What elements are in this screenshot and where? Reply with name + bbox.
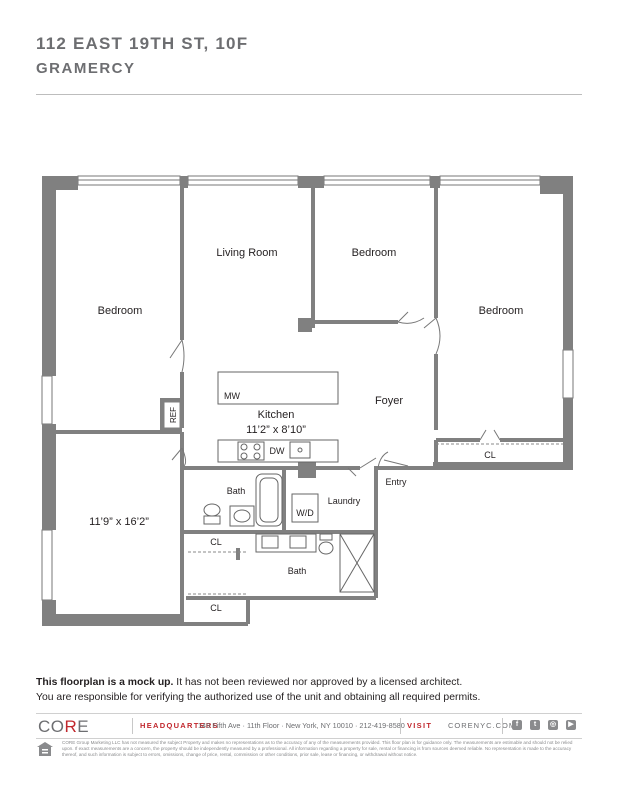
entry-label: Entry: [385, 477, 407, 487]
footer-bar: CORE HEADQUARTERS 149 Fifth Ave · 11th F…: [36, 713, 582, 739]
headquarters-address: 149 Fifth Ave · 11th Floor · New York, N…: [198, 721, 405, 730]
footer-separator: [132, 718, 133, 734]
footer-separator: [502, 718, 503, 734]
disclaimer-line2: You are responsible for verifying the au…: [36, 692, 481, 703]
microwave-label: MW: [224, 391, 240, 401]
disclaimer-rest: It has not been reviewed nor approved by…: [173, 677, 463, 688]
website-link[interactable]: CORENYC.COM: [448, 721, 517, 730]
dishwasher-label: DW: [270, 446, 285, 456]
bedroom-mid-label: Bedroom: [352, 247, 397, 259]
core-logo: CORE: [38, 717, 90, 736]
closet-lower-label: CL: [210, 603, 222, 613]
bath-upper-label: Bath: [227, 486, 246, 496]
listing-address: 112 EAST 19TH ST, 10F: [36, 34, 249, 53]
foyer-label: Foyer: [375, 395, 403, 407]
disclaimer-bold: This floorplan is a mock up.: [36, 677, 174, 688]
headquarters-label: HEADQUARTERS: [140, 721, 219, 730]
youtube-icon[interactable]: ▶: [566, 720, 576, 730]
legal-fine-print: CORE Group Marketing LLC has not measure…: [62, 740, 573, 757]
facebook-icon[interactable]: f: [512, 720, 522, 730]
bedroom-dimensions: 11’9” x 16’2”: [89, 516, 149, 528]
listing-neighborhood: GRAMERCY: [36, 60, 136, 77]
closet-right-label: CL: [484, 450, 496, 460]
header-divider: [36, 94, 582, 95]
laundry-label: Laundry: [328, 496, 361, 506]
visit-label: VISIT: [407, 721, 433, 730]
kitchen-dimensions: 11’2” x 8’10”: [246, 424, 306, 436]
bedroom-right-label: Bedroom: [479, 305, 524, 317]
refrigerator-label: REF: [169, 407, 178, 423]
kitchen-label: Kitchen: [258, 409, 295, 421]
equal-housing-icon: [37, 742, 53, 756]
bedroom-left-label: Bedroom: [98, 305, 143, 317]
living-room-label: Living Room: [216, 247, 277, 259]
closet-upper-label: CL: [210, 537, 222, 547]
disclaimer: This floorplan is a mock up. It has not …: [36, 675, 596, 705]
instagram-icon[interactable]: ◎: [548, 720, 558, 730]
footer-separator: [400, 718, 401, 734]
washer-dryer-label: W/D: [296, 508, 314, 518]
bath-lower-label: Bath: [288, 566, 307, 576]
twitter-icon[interactable]: t: [530, 720, 540, 730]
